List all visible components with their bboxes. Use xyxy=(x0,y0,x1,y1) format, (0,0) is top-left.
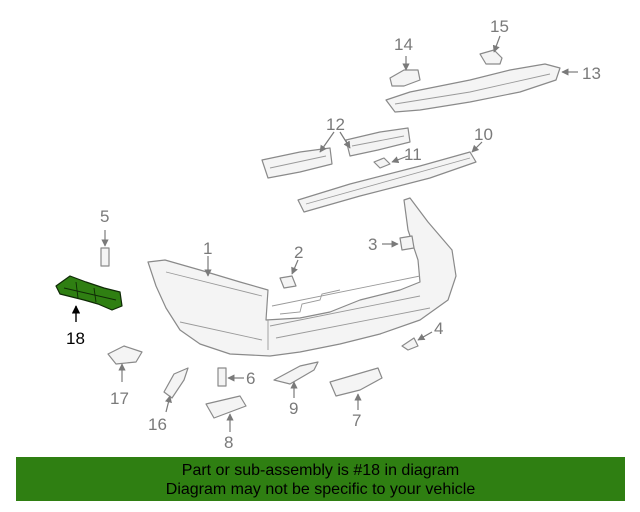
callout-10: 10 xyxy=(474,125,493,144)
part-9-reflector[interactable] xyxy=(273,361,319,398)
part-15-clip[interactable] xyxy=(479,35,503,65)
callout-15: 15 xyxy=(490,17,509,36)
callout-7: 7 xyxy=(352,411,361,430)
part-17-bracket[interactable] xyxy=(107,345,143,382)
part-4-cover[interactable] xyxy=(401,331,433,351)
info-banner: Part or sub-assembly is #18 in diagram D… xyxy=(16,457,625,501)
callout-9: 9 xyxy=(289,399,298,418)
banner-line-disclaimer: Diagram may not be specific to your vehi… xyxy=(165,481,476,498)
parts-diagram: 1 2 3 4 5 6 7 8 9 10 11 12 13 14 15 16 1… xyxy=(55,17,601,452)
callout-12: 12 xyxy=(326,115,345,134)
part-2-retainer[interactable] xyxy=(279,259,299,289)
callout-4: 4 xyxy=(434,319,443,338)
callout-2: 2 xyxy=(294,243,303,262)
part-3-nut[interactable] xyxy=(382,235,415,251)
part-10-step-pad[interactable] xyxy=(297,141,483,213)
part-8-bracket[interactable] xyxy=(205,395,247,432)
part-7-reflector[interactable] xyxy=(329,367,383,410)
part-11-clip[interactable] xyxy=(373,155,409,169)
callout-16: 16 xyxy=(148,415,167,434)
part-5-bolt[interactable] xyxy=(100,230,110,267)
part-6-bolt[interactable] xyxy=(217,367,244,387)
part-1-bumper-cover[interactable] xyxy=(147,197,457,357)
callout-14: 14 xyxy=(394,35,413,54)
part-18-bumper-bracket[interactable] xyxy=(55,275,123,322)
part-16-bracket[interactable] xyxy=(163,367,189,413)
callout-3: 3 xyxy=(368,235,377,254)
callout-6: 6 xyxy=(246,369,255,388)
banner-line-part-number: Part or sub-assembly is #18 in diagram xyxy=(181,462,460,479)
part-13-reinforcement[interactable] xyxy=(385,63,578,113)
part-12-brackets[interactable] xyxy=(261,127,411,179)
callout-18: 18 xyxy=(66,329,85,348)
callout-8: 8 xyxy=(224,433,233,452)
part-14-clip[interactable] xyxy=(389,56,421,87)
callout-1: 1 xyxy=(203,239,212,258)
callout-5: 5 xyxy=(100,207,109,226)
callout-13: 13 xyxy=(582,64,601,83)
callout-11: 11 xyxy=(404,145,422,164)
callout-17: 17 xyxy=(110,389,129,408)
